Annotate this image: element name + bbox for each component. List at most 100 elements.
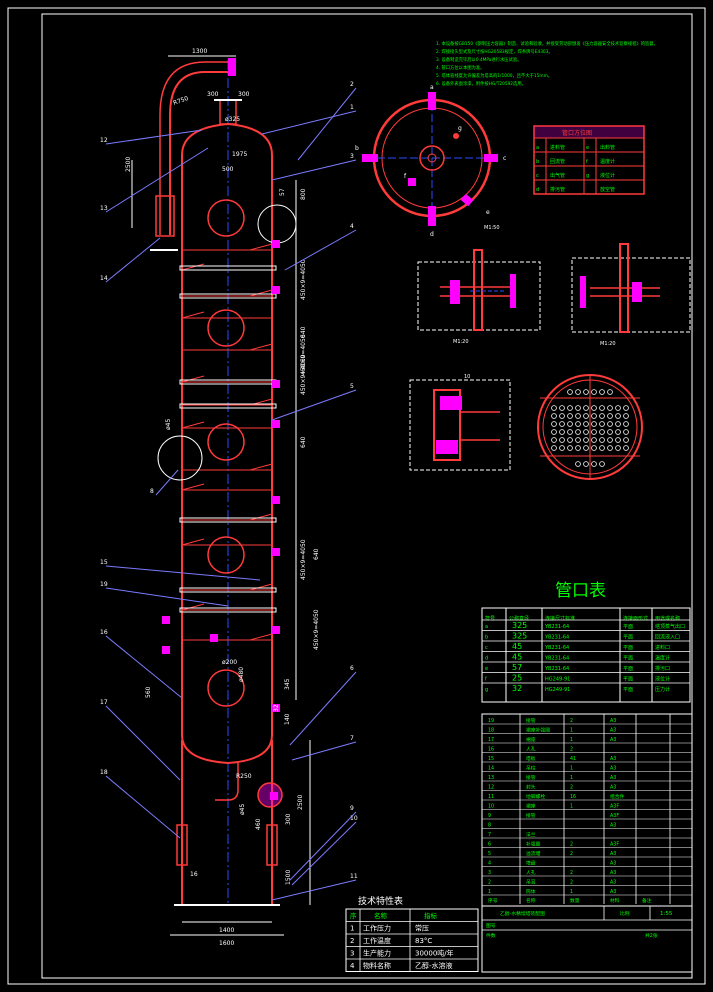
dim-640c: 640 [313,548,320,560]
sieve-hole [551,429,557,435]
nozzle-cell: 325 [512,632,527,641]
nozzle-header: 用途或名称 [655,615,680,622]
tray-support [179,265,277,271]
parts-cell: 7 [488,832,491,838]
nozzle-cell: HG249-91 [545,687,570,693]
leader-line [297,87,357,161]
downcomer [181,483,205,491]
dim-tray5: 450×9=4050 [313,609,320,650]
sieve-hole [575,429,581,435]
orientation-legend-title: 管口方位图 [562,129,592,137]
nozzle-cell: YB231-64 [544,645,569,651]
dim-32: 32 [273,704,280,712]
leader-line [105,635,183,699]
title-block-count: 件数 [486,932,496,939]
parts-cell: 补强圈 [526,841,541,848]
orientation-cell: g [586,173,589,179]
note-line: 2. 焊接接头型式及尺寸按HG20583规定，焊条牌号E4303。 [436,48,553,55]
part-number: 19 [100,581,108,588]
nozzle-header: 连接面形式 [623,615,648,622]
sieve-hole [615,437,621,443]
parts-cell: 5 [488,851,491,857]
dim-57: 57 [279,188,286,196]
nozzle-mark [272,420,280,428]
top-head [181,122,273,156]
sieve-hole [623,445,629,451]
parts-cell: 11 [488,794,494,800]
nozzle-cell: c [485,645,488,651]
tray-support [179,517,277,523]
sieve-hole [591,421,597,427]
nozzle-cell: f [485,677,487,683]
dim-phi325: ø325 [225,116,240,123]
nozzle-cell: 平面 [623,677,633,683]
leader-line [155,469,179,496]
parts-footer: 序号 [488,897,498,904]
parts-cell: A3 [610,785,616,791]
dim-phi45b: ø45 [165,419,172,430]
parts-cell: A3 [610,766,616,772]
note-line: 6. 设备外表面涂漆，附件按HG/T20592选用。 [436,80,526,87]
sieve-hole [567,405,573,411]
nozzle-cell: 塔顶蒸气出口 [655,623,685,630]
bottom-head [181,734,273,765]
part-number: 2 [350,81,354,88]
detail-view-b: M1:20 [571,243,691,347]
nozzle-letter: a [430,84,434,91]
tray-support [179,293,277,299]
parts-cell: 13 [488,775,494,781]
sieve-hole [567,389,573,395]
parts-cell: 溢流堰 [526,850,541,857]
nozzle-cell: 平面 [623,645,633,651]
part-number: 14 [100,275,108,282]
parts-cell: 3 [488,870,491,876]
sieve-hole [607,445,613,451]
orientation-cell: 温度计 [600,158,615,165]
sieve-hole [615,405,621,411]
sieve-hole [583,405,589,411]
sieve-hole [607,421,613,427]
nozzle-mark [272,496,280,504]
part-number: 4 [350,223,354,230]
parts-footer: 名称 [526,897,536,904]
dim-r250: R250 [236,773,252,780]
part-number: 6 [350,665,354,672]
tech-table-title: 技术特性表 [358,895,403,907]
tech-header: 名称 [374,911,388,920]
part-number: 1 [350,104,354,111]
leader-line [105,129,203,145]
leader-line [105,775,181,839]
sieve-hole [575,413,581,419]
parts-cell: 2 [570,785,573,791]
nozzle-header: 公称直径 [509,615,529,622]
parts-cell: A3 [610,880,616,886]
nozzle-cell: b [485,635,488,641]
nozzle-cell: YB231-64 [544,635,569,641]
sieve-hole [591,413,597,419]
nozzle-cell: 25 [512,674,522,683]
parts-cell: 筒体 [526,888,536,895]
downcomer [181,375,205,383]
orientation-cell: b [536,159,539,165]
leader-line [105,237,161,283]
sieve-hole [551,445,557,451]
detail-view-c: 10 [409,374,511,471]
part-number: 3 [350,153,354,160]
detail-a-scale: M1:20 [453,339,469,345]
parts-cell: 2 [570,718,573,724]
parts-cell: 8 [488,823,491,829]
manhole-1 [207,199,245,237]
parts-cell: 10 [488,804,494,810]
leader-line [284,229,357,271]
drawing-frame [7,7,706,985]
nozzle-cell: 32 [512,684,522,693]
leader-line [271,879,357,901]
parts-cell: 人孔 [526,869,536,876]
sieve-hole [599,413,605,419]
parts-footer: 备注 [642,897,652,904]
manhole-3 [207,423,245,461]
nozzle-cell: g [485,687,488,693]
parts-cell: A3 [610,756,616,762]
